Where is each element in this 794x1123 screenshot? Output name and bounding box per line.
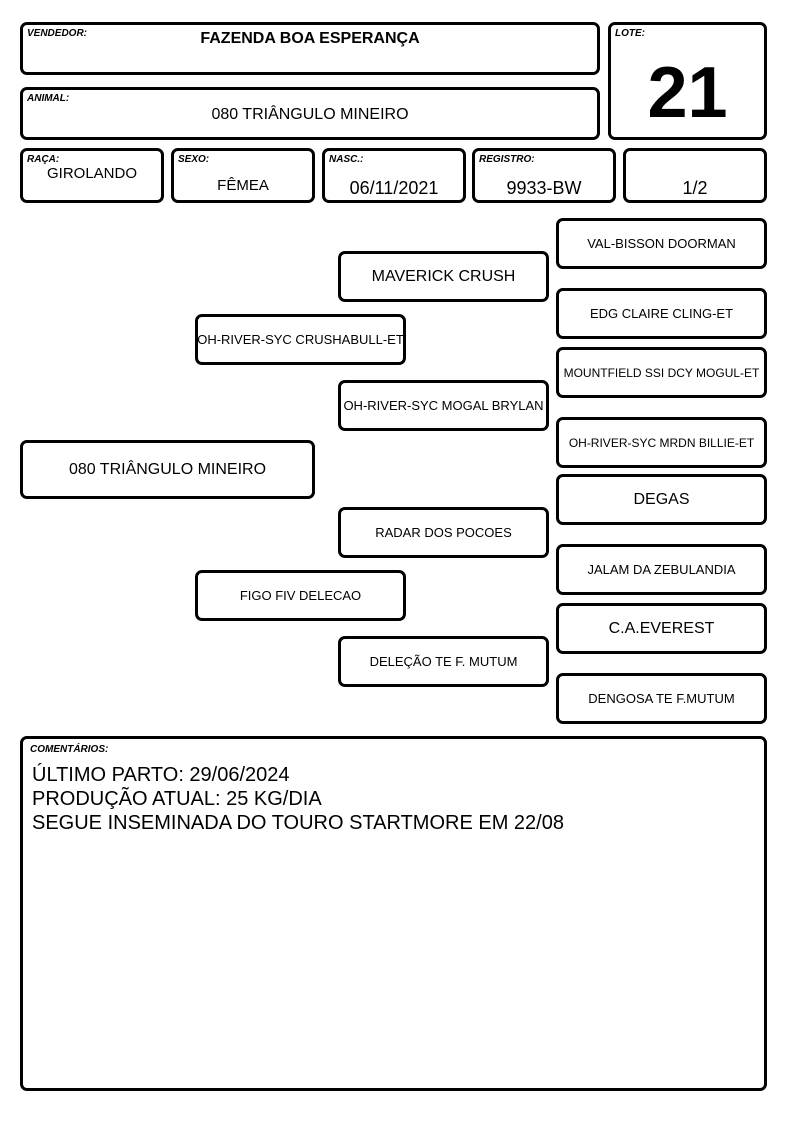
pedigree-gg-6: JALAM DA ZEBULANDIA [556, 544, 767, 595]
animal-value: 080 TRIÂNGULO MINEIRO [211, 106, 409, 123]
lot-box: LOTE: 21 [608, 22, 767, 140]
sex-label: SEXO: [178, 154, 210, 165]
fraction-box: 1/2 [623, 148, 767, 203]
animal-label: ANIMAL: [27, 93, 70, 104]
fraction-value: 1/2 [682, 178, 708, 198]
lot-label: LOTE: [615, 28, 645, 39]
breed-value: GIROLANDO [46, 165, 137, 182]
pedigree-sire-sire: MAVERICK CRUSH [338, 251, 549, 302]
pedigree-gg-8: DENGOSA TE F.MUTUM [556, 673, 767, 724]
pedigree-gg-7: C.A.EVEREST [556, 603, 767, 654]
registry-value: 9933-BW [506, 178, 582, 198]
registry-label: REGISTRO: [479, 154, 535, 165]
birth-box: NASC.: 06/11/2021 [322, 148, 466, 203]
sex-value: FÊMEA [217, 177, 269, 194]
pedigree-dam-dam: DELEÇÃO TE F. MUTUM [338, 636, 549, 687]
pedigree-subject: 080 TRIÂNGULO MINEIRO [20, 440, 315, 499]
pedigree-sire-dam: OH-RIVER-SYC MOGAL BRYLAN [338, 380, 549, 431]
pedigree-sire: OH-RIVER-SYC CRUSHABULL-ET [195, 314, 406, 365]
comments-box: COMENTÁRIOS: ÚLTIMO PARTO: 29/06/2024 PR… [20, 736, 767, 1091]
comment-line: SEGUE INSEMINADA DO TOURO STARTMORE EM 2… [32, 812, 564, 834]
breed-box: RAÇA: GIROLANDO [20, 148, 164, 203]
comments-label: COMENTÁRIOS: [30, 744, 109, 755]
animal-box: ANIMAL: 080 TRIÂNGULO MINEIRO [20, 87, 600, 140]
comment-line: PRODUÇÃO ATUAL: 25 KG/DIA [32, 788, 322, 810]
pedigree-dam-sire: RADAR DOS POCOES [338, 507, 549, 558]
birth-label: NASC.: [329, 154, 364, 165]
pedigree-gg-5: DEGAS [556, 474, 767, 525]
pedigree-gg-3: MOUNTFIELD SSI DCY MOGUL-ET [556, 347, 767, 398]
seller-label: VENDEDOR: [27, 28, 88, 39]
pedigree-gg-2: EDG CLAIRE CLING-ET [556, 288, 767, 339]
pedigree-gg-4: OH-RIVER-SYC MRDN BILLIE-ET [556, 417, 767, 468]
pedigree-dam: FIGO FIV DELECAO [195, 570, 406, 621]
birth-value: 06/11/2021 [349, 178, 439, 198]
seller-value: FAZENDA BOA ESPERANÇA [200, 30, 420, 47]
seller-box: VENDEDOR: FAZENDA BOA ESPERANÇA [20, 22, 600, 75]
comment-line: ÚLTIMO PARTO: 29/06/2024 [32, 764, 290, 786]
registry-box: REGISTRO: 9933-BW [472, 148, 616, 203]
comments-text: ÚLTIMO PARTO: 29/06/2024 PRODUÇÃO ATUAL:… [32, 763, 564, 835]
sex-box: SEXO: FÊMEA [171, 148, 315, 203]
lot-number: 21 [647, 53, 728, 133]
pedigree-gg-1: VAL-BISSON DOORMAN [556, 218, 767, 269]
breed-label: RAÇA: [27, 154, 60, 165]
